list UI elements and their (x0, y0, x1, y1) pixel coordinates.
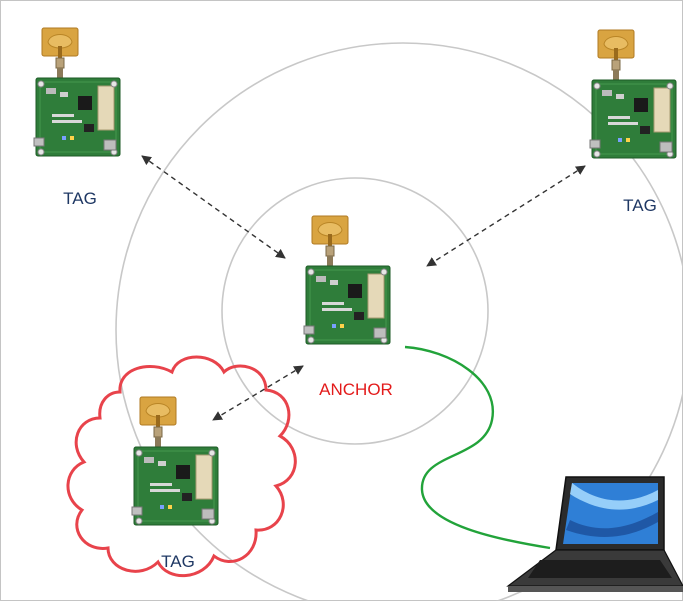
tag-label-top-left: TAG (63, 189, 97, 208)
anchor-label: ANCHOR (319, 380, 393, 399)
tag-label-top-right: TAG (623, 196, 657, 215)
usb-cable (404, 345, 551, 550)
inner-range-circle (221, 177, 489, 445)
laptop-icon (506, 476, 683, 592)
link-arrow-top-left (141, 155, 286, 259)
tag-label-bottom-left: TAG (161, 552, 195, 571)
link-arrow-top-right (426, 165, 586, 267)
outer-range-circle (115, 42, 683, 601)
